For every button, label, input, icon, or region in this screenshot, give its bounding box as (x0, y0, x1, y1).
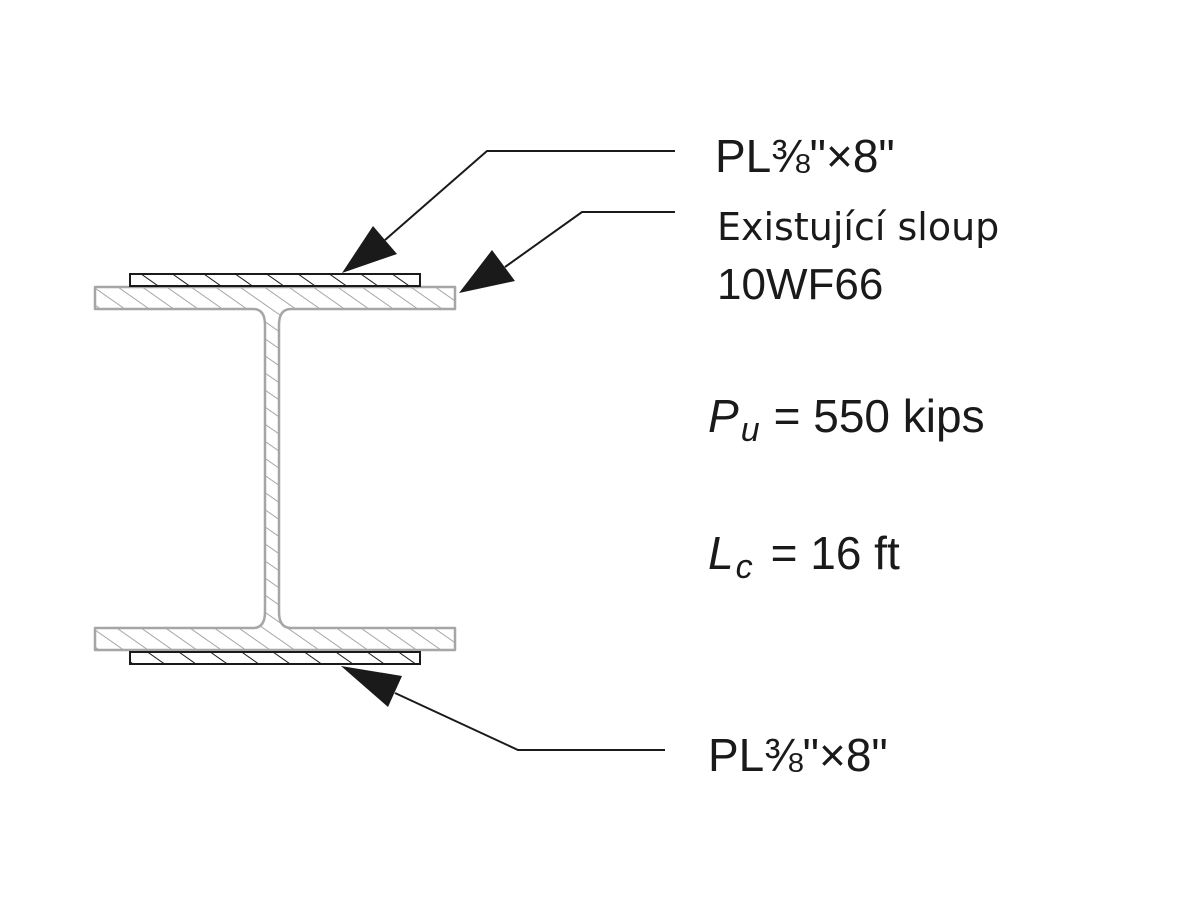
bottom-cover-plate (129, 651, 421, 665)
wide-flange-section (93, 285, 457, 652)
axial-load-symbol: P (708, 390, 739, 442)
top-plate-leader-line (384, 150, 675, 241)
top-plate-leader-arrowhead (342, 226, 397, 273)
axial-load-value: = 550 kips (774, 390, 985, 442)
axial-load-subscript: u (741, 411, 760, 449)
section-designation-label: 10WF66 (717, 260, 883, 309)
axial-load-label: Pu = 550 kips (708, 390, 985, 449)
top-plate-label: PL⅜"×8" (715, 130, 895, 182)
unbraced-length-label: Lc = 16 ft (708, 527, 900, 586)
top-cover-plate (129, 273, 421, 287)
column-leader-line (504, 211, 675, 268)
bottom-plate-leader-arrowhead (341, 666, 402, 707)
bottom-plate-label: PL⅜"×8" (708, 729, 888, 781)
unbraced-length-value: = 16 ft (771, 527, 900, 579)
unbraced-length-symbol: L (708, 527, 734, 579)
column-caption-label: Existující sloup (717, 205, 999, 249)
column-leader-arrowhead (459, 250, 515, 293)
unbraced-length-subscript: c (736, 548, 753, 586)
bottom-plate-leader-line (394, 692, 665, 751)
